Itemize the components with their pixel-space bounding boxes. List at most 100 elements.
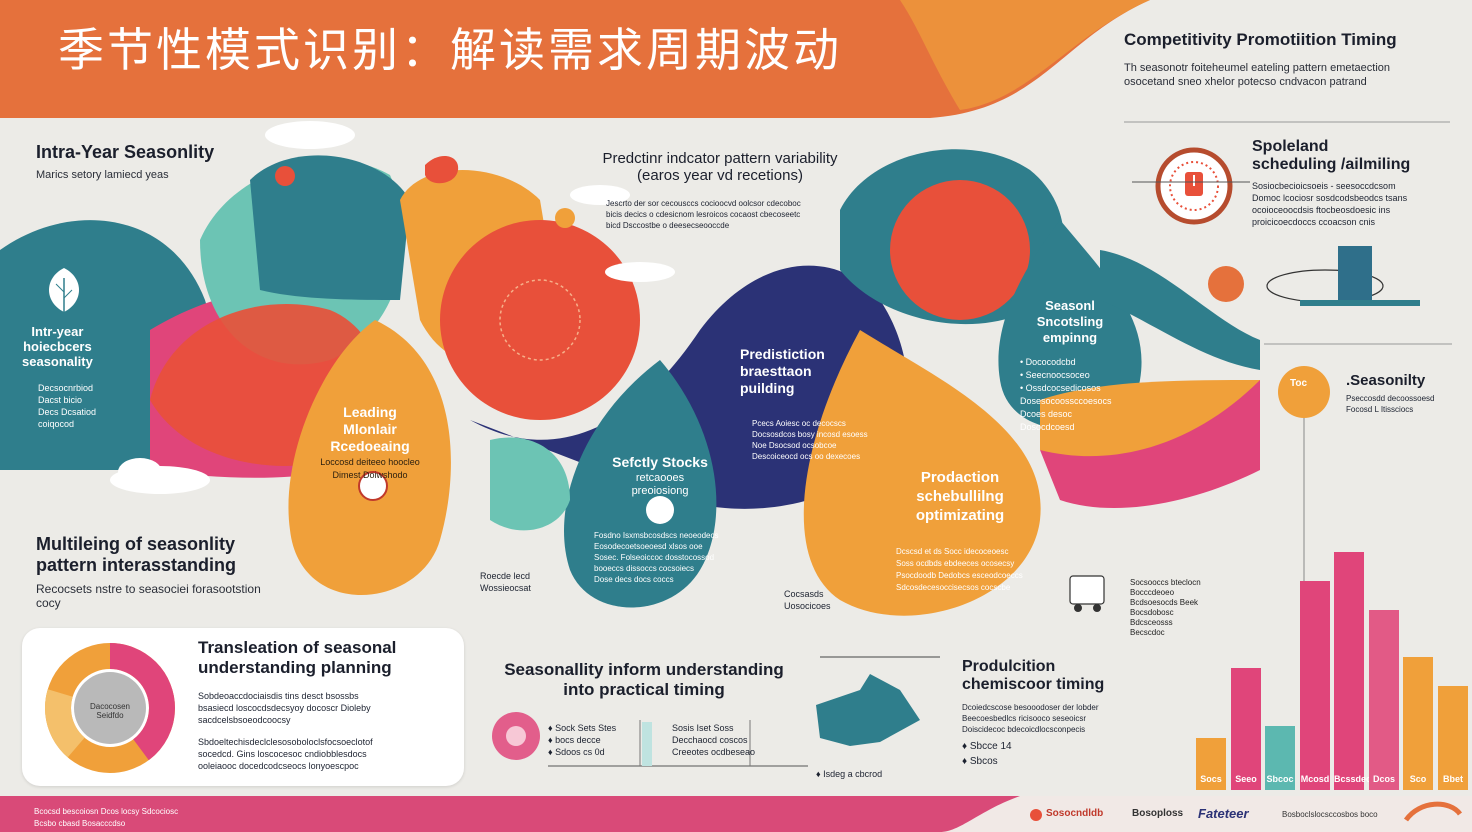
legend-item: Bdcsceosss <box>1130 618 1173 627</box>
translation-title-1: Transleation of seasonal <box>198 638 397 657</box>
multi-body-2: cocy <box>36 596 61 610</box>
translation-body-1: Sobdeoaccdociaisdis tins desct bsossbs b… <box>198 691 371 725</box>
top-right-title: Competitivity Promotiition Timing <box>1124 30 1397 49</box>
top-right-line1: Th seasonotr foiteheumel eateling patter… <box>1124 62 1390 74</box>
legend-item: Becscdoc <box>1130 628 1165 637</box>
bag-icon <box>358 471 388 501</box>
seasonality-badge <box>1278 366 1330 418</box>
bar-label: Sbcoc <box>1266 774 1294 784</box>
multi-body-1: Recocsets nstre to seasociei forasootsti… <box>36 582 261 596</box>
leading-title: Leading Mlonlair Rcedoeaing <box>330 404 410 454</box>
donut-chart <box>45 643 175 773</box>
bar: Dcos <box>1369 610 1399 790</box>
multi-section: Multileing of seasonlity pattern interas… <box>36 534 261 610</box>
mint-lower-lobe <box>490 437 570 531</box>
seasonality-right-body: Pseccosdd decoossoesd Focosd L Itisscioc… <box>1346 394 1435 414</box>
inform-title-2: into practical timing <box>563 680 725 699</box>
prod-timing-title-2: chemiscoor timing <box>962 676 1105 693</box>
predictive-subtitle: (earos year vd recetions) <box>637 167 803 184</box>
smoothing-body: • Dococodcbd • Seecnoocsoceo • Ossdcocse… <box>1020 357 1112 432</box>
production-title: Prodaction schebullilng optimizating <box>915 469 1005 524</box>
seasonality-right-section: .Seasonilty Pseccosdd decoossoesd Focosd… <box>1346 372 1435 415</box>
legend-item: Bcdsoesocds Beek <box>1130 598 1199 607</box>
legend-item: Bocccdeoeo <box>1130 588 1175 597</box>
bar: Sbcoc <box>1265 726 1295 790</box>
teal-arrow-shape <box>816 674 920 746</box>
top-right-line2: osocetand sneo xhelor potecso cndvacon p… <box>1124 76 1367 88</box>
teal-safety-lobe <box>564 360 717 608</box>
inform-title-1: Seasonallity inform understanding <box>504 660 784 679</box>
navy-wave <box>470 265 908 509</box>
prediction-body: Pcecs Aoiesc oc decocscs Docsosdcos bosy… <box>752 419 868 461</box>
intra-year-bubble-title: Intr-year hoiecbcers seasonality <box>22 324 93 369</box>
teal-smoothing-lobe <box>998 220 1142 429</box>
bird-icon <box>425 155 459 184</box>
translation-body-2: Sbdoeltechisdeclclesosoboloclsfocsoeclot… <box>198 737 373 771</box>
footer-left-line2: Bcsbo cbasd Bosacccdso <box>34 819 126 828</box>
predictive-section: Predctinr indcator pattern variability (… <box>560 150 880 184</box>
footer-link-1[interactable]: Sosocndldb <box>1046 808 1104 819</box>
inform-section: Seasonallity inform understanding into p… <box>484 660 804 700</box>
leaf-icon <box>49 268 79 312</box>
red-center-circle <box>440 220 640 420</box>
inform-annotation-2: Cocsasds Uosocicoes <box>784 589 831 611</box>
footer-logo-dot <box>1030 809 1042 821</box>
special-title-1: Spoleland <box>1252 138 1329 155</box>
safety-sub: retcaooes preoiosiong <box>631 472 689 497</box>
teal-right-tail <box>1100 250 1260 370</box>
legend-item: Socsooccs bteclocn <box>1130 578 1201 587</box>
footer-link-3[interactable]: Fateteer <box>1198 806 1249 821</box>
bar-label: Mcosd <box>1300 774 1330 784</box>
clock-icon <box>1155 147 1233 225</box>
box-icon <box>646 496 674 524</box>
device-icon <box>1338 246 1372 300</box>
timeline-chart <box>548 720 808 767</box>
red-right-circle <box>890 180 1030 320</box>
orange-leading-lobe <box>288 320 451 595</box>
bar-label: Dcos <box>1372 774 1395 784</box>
bar: Seeo <box>1231 668 1261 790</box>
page-title: 季节性模式识别：解读需求周期波动 <box>58 23 842 77</box>
figure-icon <box>275 166 295 186</box>
inform-annotation-1: Roecde lecd Wossieocsat <box>480 571 531 593</box>
intra-year-section: Intra-Year Seasonlity Marics setory lami… <box>36 142 214 181</box>
inform-list-1: ♦ Sock Sets Stes ♦ bocs decce ♦ Sdoos cs… <box>548 723 617 757</box>
special-body: Sosiocbecioicsoeis - seesoccdcsom Domoc … <box>1252 181 1408 227</box>
inform-footnote: ♦ Isdeg a cbcrod <box>816 769 883 779</box>
orange-production-lobe <box>803 330 1041 616</box>
truck-icon <box>1069 575 1105 612</box>
translation-text-block: Transleation of seasonal understanding p… <box>198 638 396 772</box>
bar-label: Sco <box>1409 774 1427 784</box>
intra-year-title: Intra-Year Seasonlity <box>36 142 215 162</box>
multi-title-2: pattern interasstanding <box>36 555 237 575</box>
translation-card: Dacocosen Seidfdo Transleation of season… <box>22 628 464 786</box>
bar: Mcosd <box>1300 581 1330 790</box>
footer-left-line1: Bcocsd bescoiosn Dcos locsy Sdcociosc <box>34 807 179 816</box>
prod-timing-section: Produlcition chemiscoor timing Dcoiedcsc… <box>962 658 1104 769</box>
footer-link-4[interactable]: Bosboclslocsccosbos boco <box>1282 810 1378 819</box>
footer-left: Bcocsd bescoiosn Dcos locsy Sdcociosc Bc… <box>34 806 178 830</box>
footer-swoosh <box>1403 801 1463 822</box>
predictive-title: Predctinr indcator pattern variability <box>602 150 838 167</box>
bar: Bbet <box>1438 686 1468 790</box>
safety-body: Fosdno Isxmsbcosdscs neoeodecs Eosodecoe… <box>594 531 719 584</box>
prod-timing-title-1: Produlcition <box>962 658 1056 675</box>
bar-label: Bcssdeoo <box>1334 774 1378 784</box>
header-accent <box>900 0 1150 110</box>
inform-list-2: Sosis Iset Soss Decchaocd coscos Creeote… <box>672 723 756 757</box>
multi-title-1: Multileing of seasonlity <box>36 534 236 554</box>
special-section: Spoleland scheduling /ailmiling Sosiocbe… <box>1252 138 1410 228</box>
pink-right-wave <box>1040 380 1260 509</box>
footer-link-2[interactable]: Bosoploss <box>1132 808 1184 819</box>
red-center-ring <box>499 279 581 361</box>
prediction-title: Predistiction braesttaon puilding <box>740 346 825 396</box>
device-base <box>1300 300 1420 306</box>
smoothing-title: Seasonl Sncotsling empinng <box>1036 298 1104 345</box>
bar-label: Socs <box>1200 774 1222 784</box>
predictive-body: Jescrto der sor cecousccs cocioocvd oolc… <box>606 199 801 230</box>
teal-top-lobe <box>250 155 410 300</box>
safety-title: Sefctly Stocks <box>612 454 708 470</box>
